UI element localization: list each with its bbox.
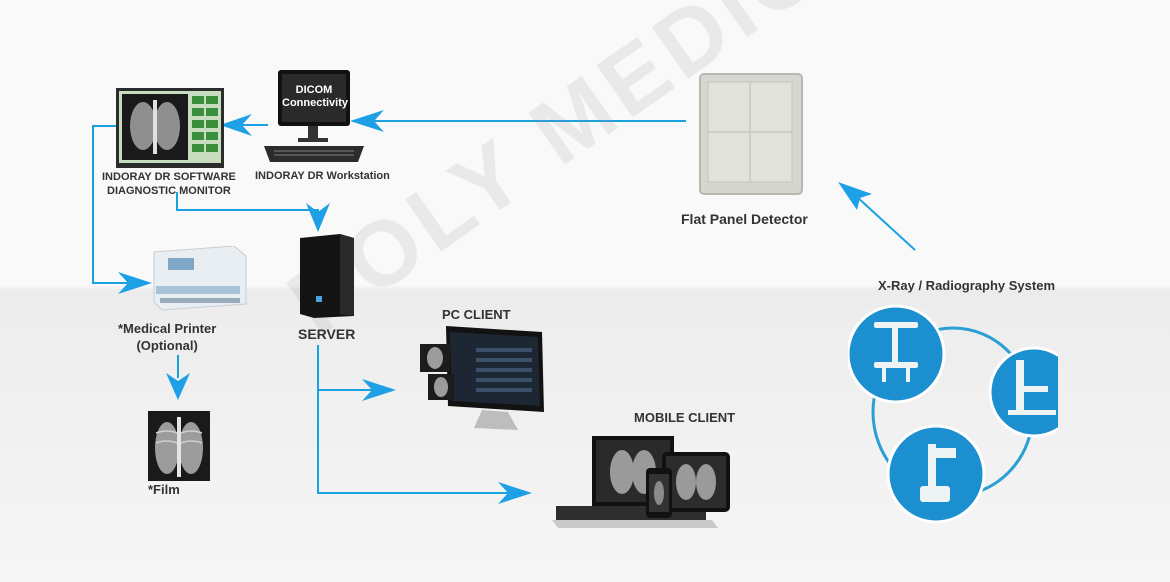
arrow-to-workstation [350,110,384,132]
pc-client-node [420,326,552,437]
workstation-node [262,70,366,173]
medical-printer-node [150,245,250,317]
dicom-connectivity-badge: DICOM Connectivity [282,84,349,109]
medical-printer-label: *Medical Printer (Optional) [118,320,216,354]
flat-panel-detector-label: Flat Panel Detector [681,211,808,227]
diagnostic-monitor-label: INDORAY DR SOFTWARE DIAGNOSTIC MONITOR [102,170,236,198]
connector-lines [92,120,916,494]
medical-printer-label-line1: *Medical Printer [118,321,217,336]
film-xray-illustration [148,411,210,481]
server-tower-illustration [300,234,354,318]
diagnostic-monitor-node [116,88,224,173]
arrow-to-flat-panel [838,182,872,210]
pc-client-label: PC CLIENT [442,307,511,322]
server-label: SERVER [298,326,356,342]
diagnostic-monitor-label-line1: INDORAY DR SOFTWARE [102,171,236,183]
arrow-to-pc-client [362,379,396,401]
flat-panel-detector-node [698,72,804,201]
arrow-to-film [166,373,190,400]
mobile-devices-illustration [552,436,730,528]
xray-system-label: X-Ray / Radiography System [878,278,1055,293]
mobile-client-node [552,434,734,543]
arrow-to-monitor [220,114,252,136]
mobile-client-label: MOBILE CLIENT [634,410,736,425]
arrowheads [118,110,872,504]
flat-panel-detector-illustration [699,73,803,195]
film-node [148,411,210,486]
workstation-label: INDORAY DR Workstation [255,170,390,182]
medical-printer-illustration [153,245,247,311]
pc-client-monitor-illustration [420,326,544,430]
diagnostic-monitor-label-line2: DIAGNOSTIC MONITOR [107,185,231,197]
arrow-to-server [306,203,330,232]
arrow-to-mobile-client [498,482,532,504]
diagnostic-monitor-illustration [116,88,224,168]
server-node [300,234,354,323]
xray-system-node [846,296,1080,533]
film-label: *Film [148,482,180,497]
xray-system-illustration [846,304,1080,524]
medical-printer-label-line2: (Optional) [136,338,198,353]
arrow-to-printer [118,272,152,294]
workstation-illustration [264,70,364,162]
